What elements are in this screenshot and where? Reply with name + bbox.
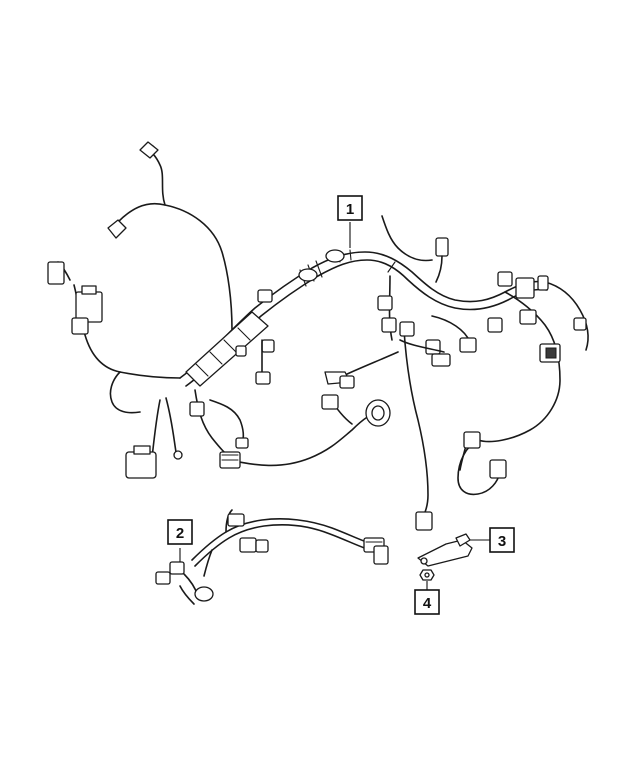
main-wiring-harness [47, 141, 589, 531]
callout-4: 4 [414, 589, 440, 615]
nut [419, 569, 435, 590]
callout-3: 3 [489, 527, 515, 553]
ground-bracket [417, 533, 490, 567]
callout-4-label: 4 [423, 595, 432, 612]
sub-wiring-harness [155, 509, 389, 605]
callout-1: 1 [337, 195, 363, 221]
callout-2: 2 [167, 519, 193, 545]
callout-3-label: 3 [498, 533, 506, 550]
callout-2-label: 2 [176, 525, 184, 542]
callout-1-label: 1 [346, 201, 354, 218]
